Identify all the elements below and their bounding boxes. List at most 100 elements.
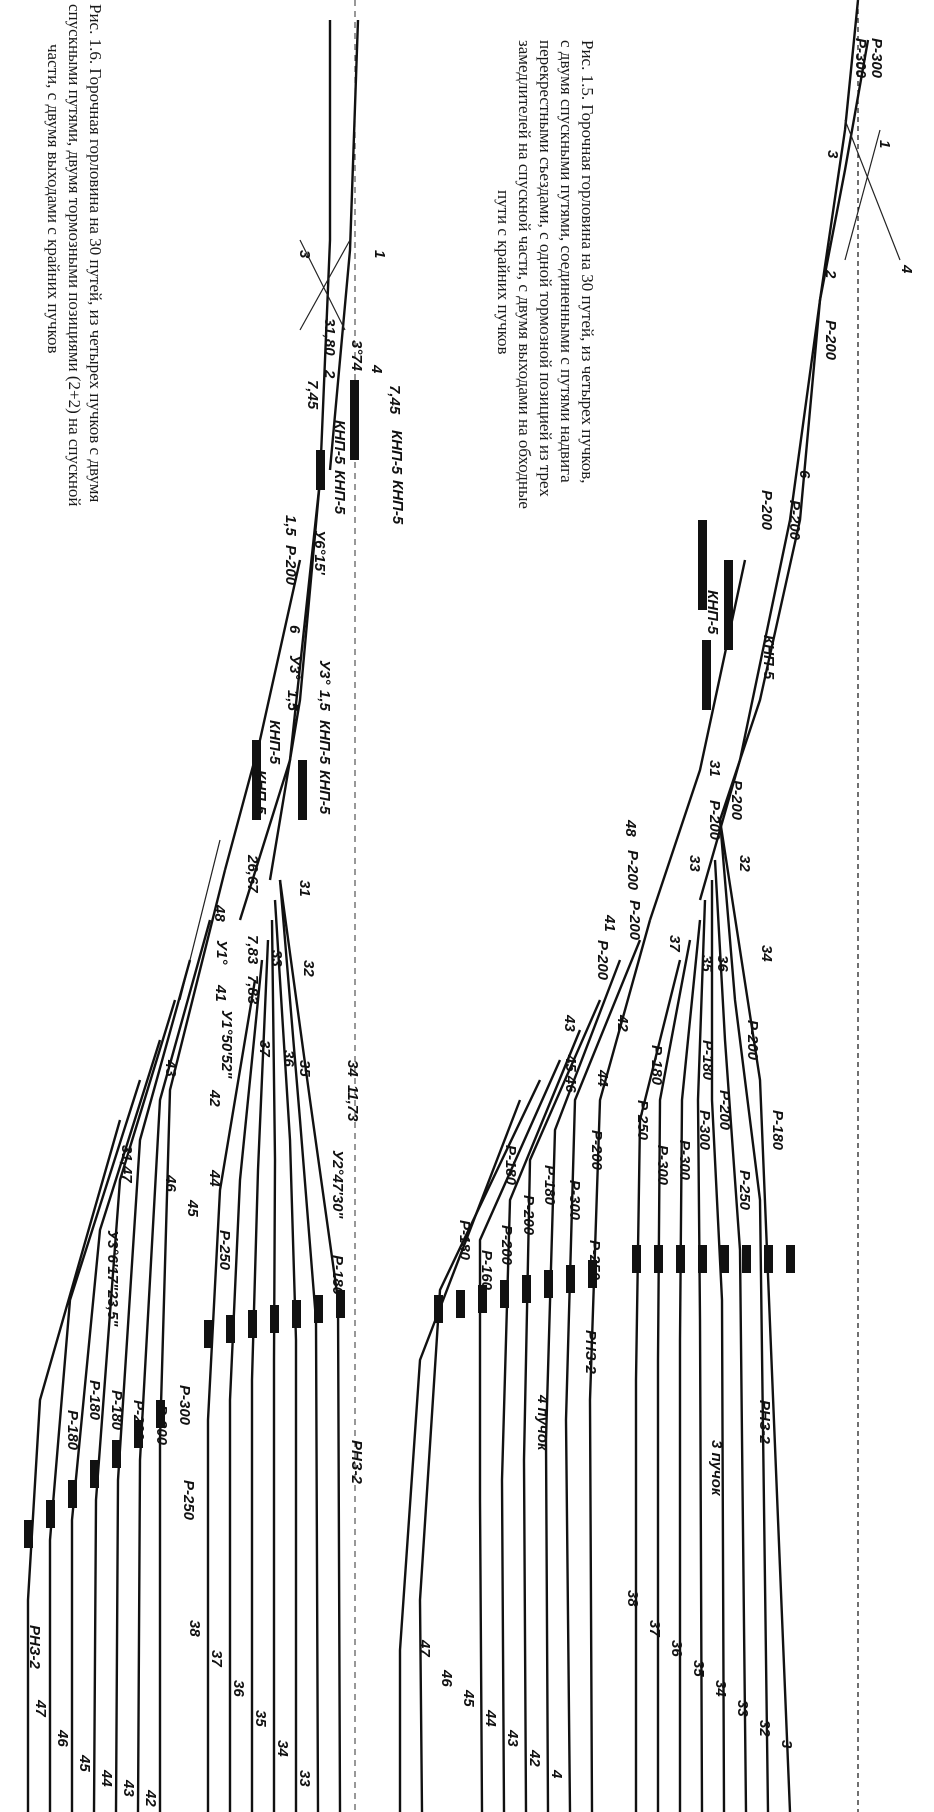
label: 31 — [706, 760, 723, 777]
label: У2°47'30" — [329, 1150, 346, 1219]
label: 7,83 — [244, 935, 261, 965]
label: КНП-5 — [316, 720, 333, 765]
label: 48 — [622, 819, 639, 837]
label: 7,83 — [244, 975, 261, 1005]
label: 44 — [98, 1769, 115, 1787]
label: 45 — [76, 1754, 93, 1772]
label: 1,5 — [282, 515, 299, 537]
label: Р-200 — [153, 1405, 170, 1446]
label: 35 — [296, 1060, 313, 1077]
label: 3°74 — [348, 340, 365, 372]
label: 37 — [208, 1650, 225, 1667]
label: 42 — [142, 1789, 159, 1807]
descent-track-2 — [818, 39, 870, 301]
retarder — [298, 760, 307, 820]
label: Р-200 — [758, 490, 775, 531]
retarder — [316, 450, 325, 490]
label: 32 — [736, 855, 753, 872]
label: РНЗ-2 — [756, 1400, 773, 1444]
label: КНП-5 — [331, 420, 348, 465]
label: 38 — [186, 1620, 203, 1637]
label: 31 — [296, 880, 313, 897]
fig16-lower-tracks — [26, 869, 227, 1812]
label: Р-180 — [456, 1220, 473, 1261]
label: 34 — [758, 945, 775, 962]
label: 37 — [256, 1040, 273, 1057]
label: КНП-5 — [760, 635, 777, 680]
label: КНП-5 — [316, 770, 333, 815]
label: 37 — [666, 935, 683, 952]
label: 3 — [778, 1740, 795, 1749]
label: Р-200 — [728, 780, 745, 821]
fig16-track-retarders — [24, 1290, 345, 1548]
label: 35 — [252, 1710, 269, 1727]
label: Р-200 — [786, 500, 803, 541]
label: 46 — [54, 1729, 71, 1747]
label: У3°6'17"23,5" — [104, 1230, 121, 1327]
crossover-1 — [299, 239, 351, 331]
label: Р-180 — [329, 1255, 346, 1296]
label: КНП-5 — [388, 430, 405, 475]
figure-1-5-labels: Р-300 Р-300 3 1 2 4 Р-200 6 Р-200 Р-200 … — [416, 38, 915, 1779]
label: Р-180 — [648, 1045, 665, 1086]
label: 3 — [296, 250, 313, 259]
label: 4 — [548, 1769, 565, 1779]
label: Р-200 — [498, 1225, 515, 1266]
label: Р-200 — [624, 850, 641, 891]
label: 45 46 — [562, 1054, 579, 1093]
label: Р-200 — [588, 1130, 605, 1171]
descent-track-3 — [718, 299, 822, 821]
bundle-4-tracks — [398, 919, 652, 1812]
fig16-upper-tracks — [206, 879, 342, 1812]
label: 44 — [206, 1169, 223, 1187]
label: 1 — [371, 250, 388, 258]
label: Р-300 — [176, 1385, 193, 1426]
label: 36 — [668, 1640, 685, 1657]
label: Р-180 — [541, 1165, 558, 1206]
label: 31,80 — [321, 318, 338, 356]
label: 33 — [296, 1770, 313, 1787]
label: РНЗ-2 — [348, 1440, 365, 1484]
label: КНП-5 — [266, 720, 283, 765]
label: Р-180 — [108, 1390, 125, 1431]
label: Р-200 — [282, 545, 299, 586]
label: Р-180 — [769, 1110, 786, 1151]
label: 43 — [162, 1059, 179, 1077]
label: 41 — [212, 984, 229, 1002]
label: Р-300 — [566, 1180, 583, 1221]
label: 34 — [274, 1740, 291, 1757]
label: 48 — [211, 904, 228, 922]
label: 46 — [162, 1174, 179, 1192]
retarder — [252, 740, 261, 820]
label: Р-160 — [478, 1250, 495, 1291]
label: РНЗ-2 — [26, 1625, 43, 1669]
label: 6 — [796, 470, 813, 479]
label: У6°15' — [311, 530, 328, 575]
label: Р-180 — [699, 1040, 716, 1081]
label: 47 — [416, 1639, 433, 1657]
label: 7,45 — [304, 380, 321, 410]
label: 1,5 — [284, 690, 301, 712]
label: 3 пучок — [708, 1440, 725, 1497]
label: 42 — [206, 1089, 223, 1107]
label: РНЗ-2 — [582, 1330, 599, 1374]
figure-1-6-diagram: 1 3 31,80 3°74 2 4 7,45 7,45 КНП-5 КНП-5… — [24, 0, 406, 1812]
label: Р-300 — [868, 38, 885, 79]
label: Р-180 — [502, 1145, 519, 1186]
label: 2 — [321, 369, 338, 379]
label: 1 — [876, 140, 893, 148]
label: Р-300 — [676, 1140, 693, 1181]
descent-track-4 — [223, 559, 302, 871]
label: 1,5 — [316, 690, 333, 712]
retarder — [724, 560, 733, 650]
label: Р-200 — [520, 1195, 537, 1236]
label: 43 — [120, 1779, 137, 1797]
label: Р-250 — [634, 1100, 651, 1141]
label: Р-300 — [696, 1110, 713, 1151]
label: Р-250 — [216, 1230, 233, 1271]
figure-1-6-labels: 1 3 31,80 3°74 2 4 7,45 7,45 КНП-5 КНП-5… — [26, 250, 406, 1807]
label: 33 — [268, 950, 285, 967]
label: У3° — [316, 660, 333, 686]
label: Р-200 — [626, 900, 643, 941]
